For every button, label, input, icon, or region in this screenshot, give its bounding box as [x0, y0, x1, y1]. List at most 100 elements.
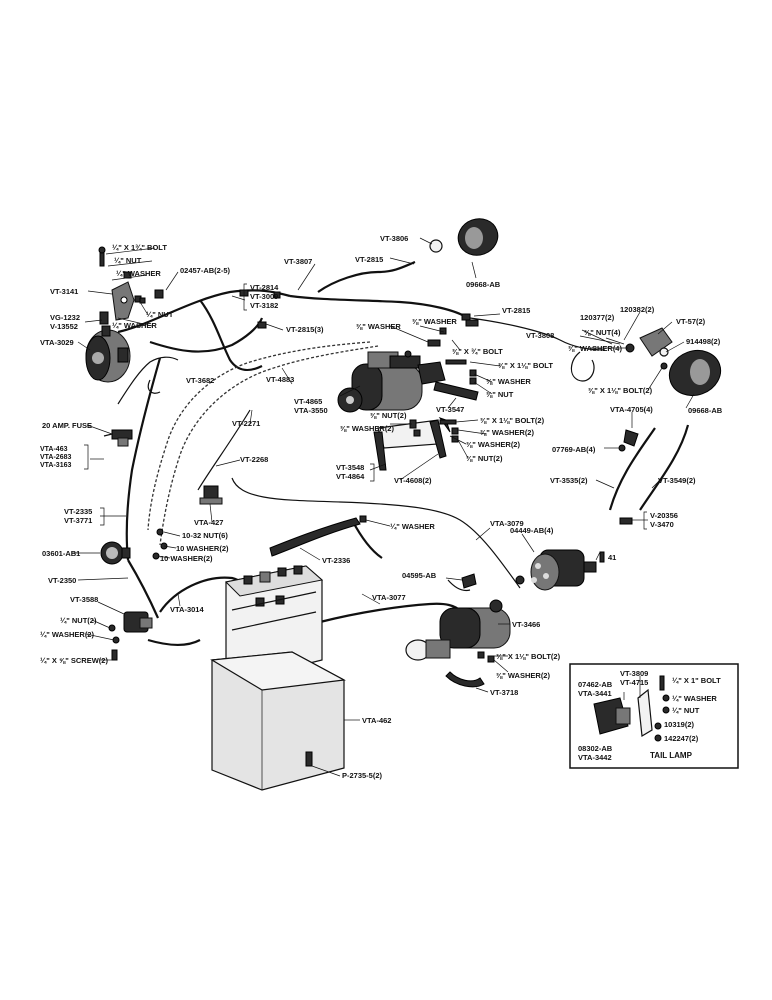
- label-vt-3718: VT-3718: [490, 688, 518, 697]
- harness-left: [117, 289, 291, 334]
- label-vt-2815-3: VT-2815(3): [286, 325, 324, 334]
- vta-3079-wire: [231, 477, 521, 589]
- inset-10319: 10319(2): [664, 720, 695, 729]
- bracket-vt-3548: [370, 463, 375, 482]
- inset-vt-3809: VT-3809: [620, 669, 648, 678]
- ignition-switch: [108, 611, 153, 661]
- label-vta-463: VTA-463: [40, 446, 68, 453]
- bracket-v-20356: [643, 511, 647, 530]
- label-vt-2271: VT-2271: [232, 419, 260, 428]
- label-vt-3588: VT-3588: [70, 595, 98, 604]
- label-vt-2815-b: VT-2815: [502, 306, 530, 315]
- label-vta-3014: VTA-3014: [170, 605, 204, 614]
- label-screw-low: ¼" X ⅝" SCREW(2): [40, 656, 108, 665]
- right-headlamp: [625, 327, 722, 397]
- label-washer-10b: 10 WASHER(2): [160, 554, 213, 563]
- label-120382: 120382(2): [620, 305, 655, 314]
- starter-motor: [405, 599, 511, 688]
- label-v-13552: V-13552: [50, 322, 78, 331]
- ground-strap: [269, 517, 361, 557]
- label-vt-4883: VT-4883: [266, 375, 294, 384]
- label-nut-1032: 10-32 NUT(6): [182, 531, 228, 540]
- label-vt-3547: VT-3547: [436, 405, 464, 414]
- left-mounting-bracket: [98, 246, 164, 337]
- label-nut-right: ⅜" NUT(4): [584, 328, 621, 337]
- label-washer-mid-a: ⅜" WASHER: [356, 322, 401, 331]
- inset-142247: 142247(2): [664, 734, 699, 743]
- label-120377: 120377(2): [580, 313, 615, 322]
- inset-washer: ¼" WASHER: [672, 694, 717, 703]
- battery-box: [210, 651, 346, 791]
- generator-fasteners: [409, 319, 479, 443]
- label-washer-mid-c: ⅜" WASHER: [486, 377, 531, 386]
- label-p-2735: P-2735-5(2): [342, 771, 383, 780]
- label-nut-low: ¼" NUT(2): [60, 616, 97, 625]
- label-fuse: 20 AMP. FUSE: [42, 421, 92, 430]
- leader-lines: [72, 237, 695, 777]
- label-nut-top: ¼" NUT: [114, 256, 142, 265]
- left-headlamp: [85, 329, 131, 383]
- inset-vt-4715: VT-4715: [620, 678, 648, 687]
- harness-center: [289, 294, 469, 319]
- label-vt-3466: VT-3466: [512, 620, 540, 629]
- label-vt-3807: VT-3807: [284, 257, 312, 266]
- parts: [85, 218, 722, 791]
- label-vta-4705: VTA-4705(4): [610, 405, 653, 414]
- label-09668-ab-right: 09668-AB: [688, 406, 723, 415]
- label-vt-57: VT-57(2): [676, 317, 706, 326]
- label-bolt-gen: ⅜" X 1⅛" BOLT(2): [480, 416, 545, 425]
- connector-vta-427: [199, 485, 223, 505]
- label-vt-3182: VT-3182: [250, 301, 278, 310]
- label-nut-mid: ⅜" NUT: [486, 390, 514, 399]
- label-vta-3077: VTA-3077: [372, 593, 406, 602]
- label-vt-3806: VT-3806: [380, 234, 408, 243]
- right-fasteners: [239, 289, 639, 525]
- generator-bracket: [373, 417, 451, 471]
- label-vt-3771: VT-3771: [64, 516, 92, 525]
- inset-bolt: ¼" X 1" BOLT: [672, 676, 721, 685]
- label-vta-3029: VTA-3029: [40, 338, 74, 347]
- adjusting-strap: [433, 381, 479, 401]
- vt-2268-wire: [197, 409, 251, 491]
- vt-3535-conduit: [608, 427, 656, 511]
- ammeter: [100, 541, 131, 565]
- label-washer-low: ¼" WASHER(2): [40, 630, 94, 639]
- tail-lamp-labels: VT-3809 VT-4715 07462-AB VTA-3441 ¼" X 1…: [578, 669, 721, 762]
- label-vt-2815-a: VT-2815: [355, 255, 383, 264]
- inset-title: TAIL LAMP: [650, 751, 693, 760]
- label-bolt-starter: ⅜" X 1⅛" BOLT(2): [496, 652, 561, 661]
- label-vta-3163: VTA-3163: [40, 462, 71, 469]
- label-bolt-mid: ⅜" X ¾" BOLT: [452, 347, 503, 356]
- harness-drop: [199, 299, 263, 372]
- label-nut-gen2: ⅜" NUT(2): [466, 454, 503, 463]
- terminal-04595: [461, 573, 477, 589]
- inset-nut: ¼" NUT: [672, 706, 700, 715]
- battery: [224, 565, 324, 681]
- fuse-holder: [103, 429, 133, 447]
- label-vt-4865: VT-4865: [294, 397, 322, 406]
- inset-vta-3441: VTA-3441: [578, 689, 612, 698]
- part-labels: ¼" X 1¾" BOLT ¼" NUT ¼" WASHER 02457-AB(…: [40, 234, 723, 780]
- label-vt-2335: VT-2335: [64, 507, 92, 516]
- label-washer-top: ¼" WASHER: [116, 269, 161, 278]
- label-07769-ab: 07769-AB(4): [552, 445, 596, 454]
- label-washer-gen2: ⅜" WASHER(2): [480, 428, 534, 437]
- label-vt-3549: VT-3549(2): [658, 476, 696, 485]
- label-bolt-top: ¼" X 1¾" BOLT: [112, 243, 167, 252]
- label-09668-ab-top: 09668-AB: [466, 280, 501, 289]
- label-washer-mid-b: ⅜" WASHER: [412, 317, 457, 326]
- label-41: 41: [608, 553, 616, 562]
- label-v-3470: V-3470: [650, 520, 674, 529]
- vt-3549-conduit: [639, 424, 690, 511]
- left-trunk: [125, 357, 162, 561]
- vt-2336-strap-end: [351, 519, 383, 559]
- label-vg-1232: VG-1232: [50, 313, 80, 322]
- vta-3077-cable: [319, 602, 463, 624]
- label-vt-2350: VT-2350: [48, 576, 76, 585]
- top-lamp-lead: [317, 260, 416, 293]
- label-vt-2814: VT-2814: [250, 283, 279, 292]
- label-vt-3682: VT-3682: [186, 376, 214, 385]
- label-bolt-mid2: ⅜" X 1⅛" BOLT: [498, 361, 553, 370]
- label-914498: 914498(2): [686, 337, 721, 346]
